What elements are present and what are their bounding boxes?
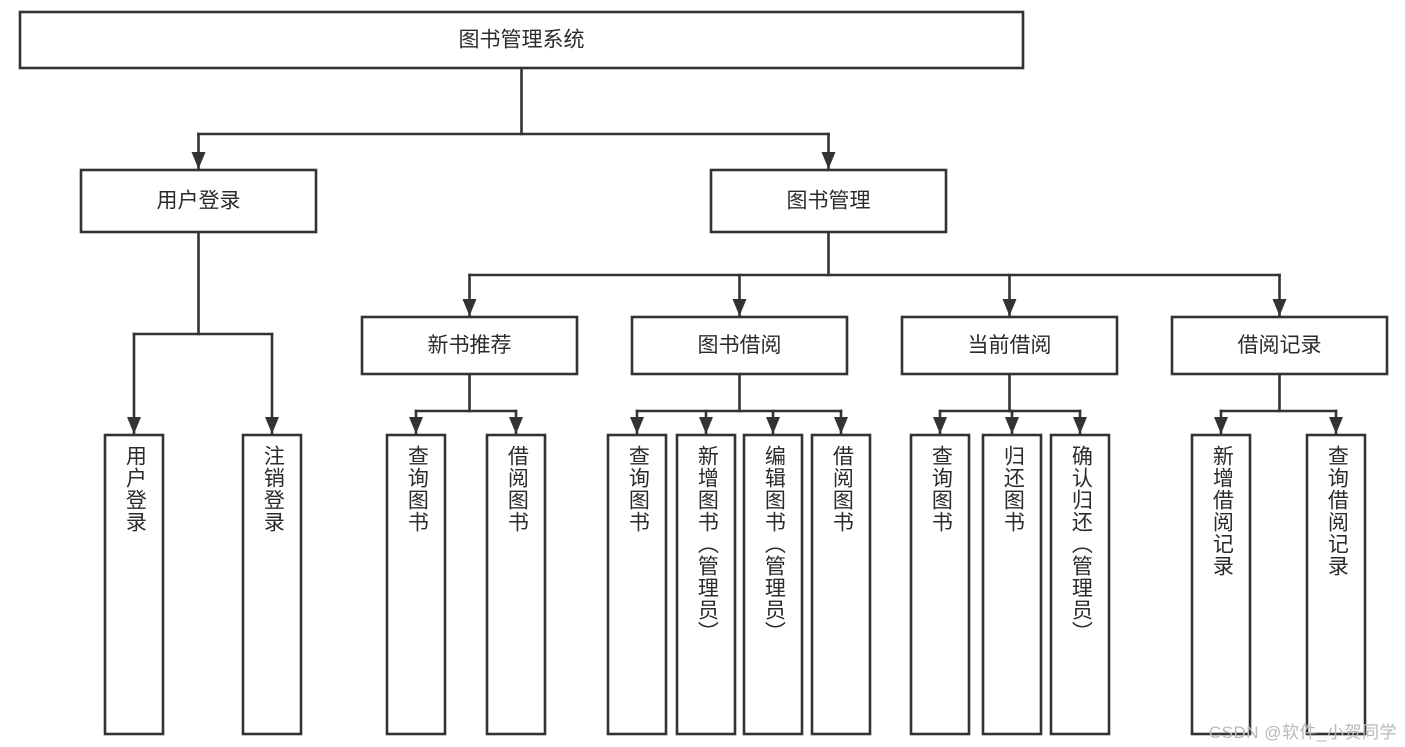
arrow-head-to-leaf-add-record: [1214, 417, 1228, 434]
node-label-current-borrow: 当前借阅: [968, 334, 1052, 357]
arrow-head-to-leaf-user-login: [127, 417, 141, 434]
arrow-head-to-user-login: [191, 152, 206, 169]
node-box-leaf-borrow-book-1[interactable]: [485, 433, 547, 736]
node-box-leaf-logout[interactable]: [241, 433, 303, 736]
watermark: CSDN @软件_小贺同学: [1208, 723, 1397, 742]
arrow-head-to-book-manage: [821, 152, 836, 169]
node-box-new-book-recommend[interactable]: [360, 315, 579, 376]
box-layer: [18, 10, 1389, 736]
node-box-current-borrow[interactable]: [900, 315, 1119, 376]
node-box-leaf-add-book[interactable]: [675, 433, 737, 736]
node-box-root[interactable]: [18, 10, 1025, 70]
node-box-leaf-edit-book[interactable]: [742, 433, 804, 736]
arrow-head-to-leaf-logout: [265, 417, 279, 434]
node-box-leaf-query-book-2[interactable]: [606, 433, 668, 736]
connector-layer: [127, 66, 1343, 435]
node-box-borrow-record[interactable]: [1170, 315, 1389, 376]
node-box-leaf-user-login[interactable]: [103, 433, 165, 736]
node-label-new-book-recommend: 新书推荐: [428, 334, 512, 357]
node-box-user-login[interactable]: [79, 168, 318, 234]
arrow-head-to-leaf-query-record: [1329, 417, 1343, 434]
arrow-head-to-leaf-query-book-1: [409, 417, 423, 434]
arrow-head-to-leaf-confirm-return: [1073, 417, 1087, 434]
node-box-book-borrow[interactable]: [630, 315, 849, 376]
node-box-book-manage[interactable]: [709, 168, 948, 234]
arrow-head-to-new-book-recommend: [462, 299, 477, 316]
node-box-leaf-confirm-return[interactable]: [1049, 433, 1111, 736]
arrow-head-to-leaf-borrow-book-1: [509, 417, 523, 434]
node-box-leaf-add-record[interactable]: [1190, 433, 1252, 736]
node-label-root: 图书管理系统: [459, 29, 585, 52]
arrow-head-to-borrow-record: [1272, 299, 1287, 316]
node-box-leaf-query-book-1[interactable]: [385, 433, 447, 736]
arrow-head-to-book-borrow: [732, 299, 747, 316]
arrow-head-to-leaf-query-book-3: [933, 417, 947, 434]
node-label-borrow-record: 借阅记录: [1238, 334, 1322, 357]
arrow-head-to-leaf-borrow-book-2: [834, 417, 848, 434]
arrow-head-to-leaf-return-book: [1005, 417, 1019, 434]
node-box-leaf-query-record[interactable]: [1305, 433, 1367, 736]
node-box-leaf-query-book-3[interactable]: [909, 433, 971, 736]
arrow-head-to-current-borrow: [1002, 299, 1017, 316]
arrow-head-to-leaf-edit-book: [766, 417, 780, 434]
node-label-book-borrow: 图书借阅: [698, 334, 782, 357]
arrow-head-to-leaf-query-book-2: [630, 417, 644, 434]
node-label-book-manage: 图书管理: [787, 190, 871, 213]
arrow-head-to-leaf-add-book: [699, 417, 713, 434]
node-label-user-login: 用户登录: [157, 190, 241, 213]
node-box-leaf-borrow-book-2[interactable]: [810, 433, 872, 736]
node-box-leaf-return-book[interactable]: [981, 433, 1043, 736]
